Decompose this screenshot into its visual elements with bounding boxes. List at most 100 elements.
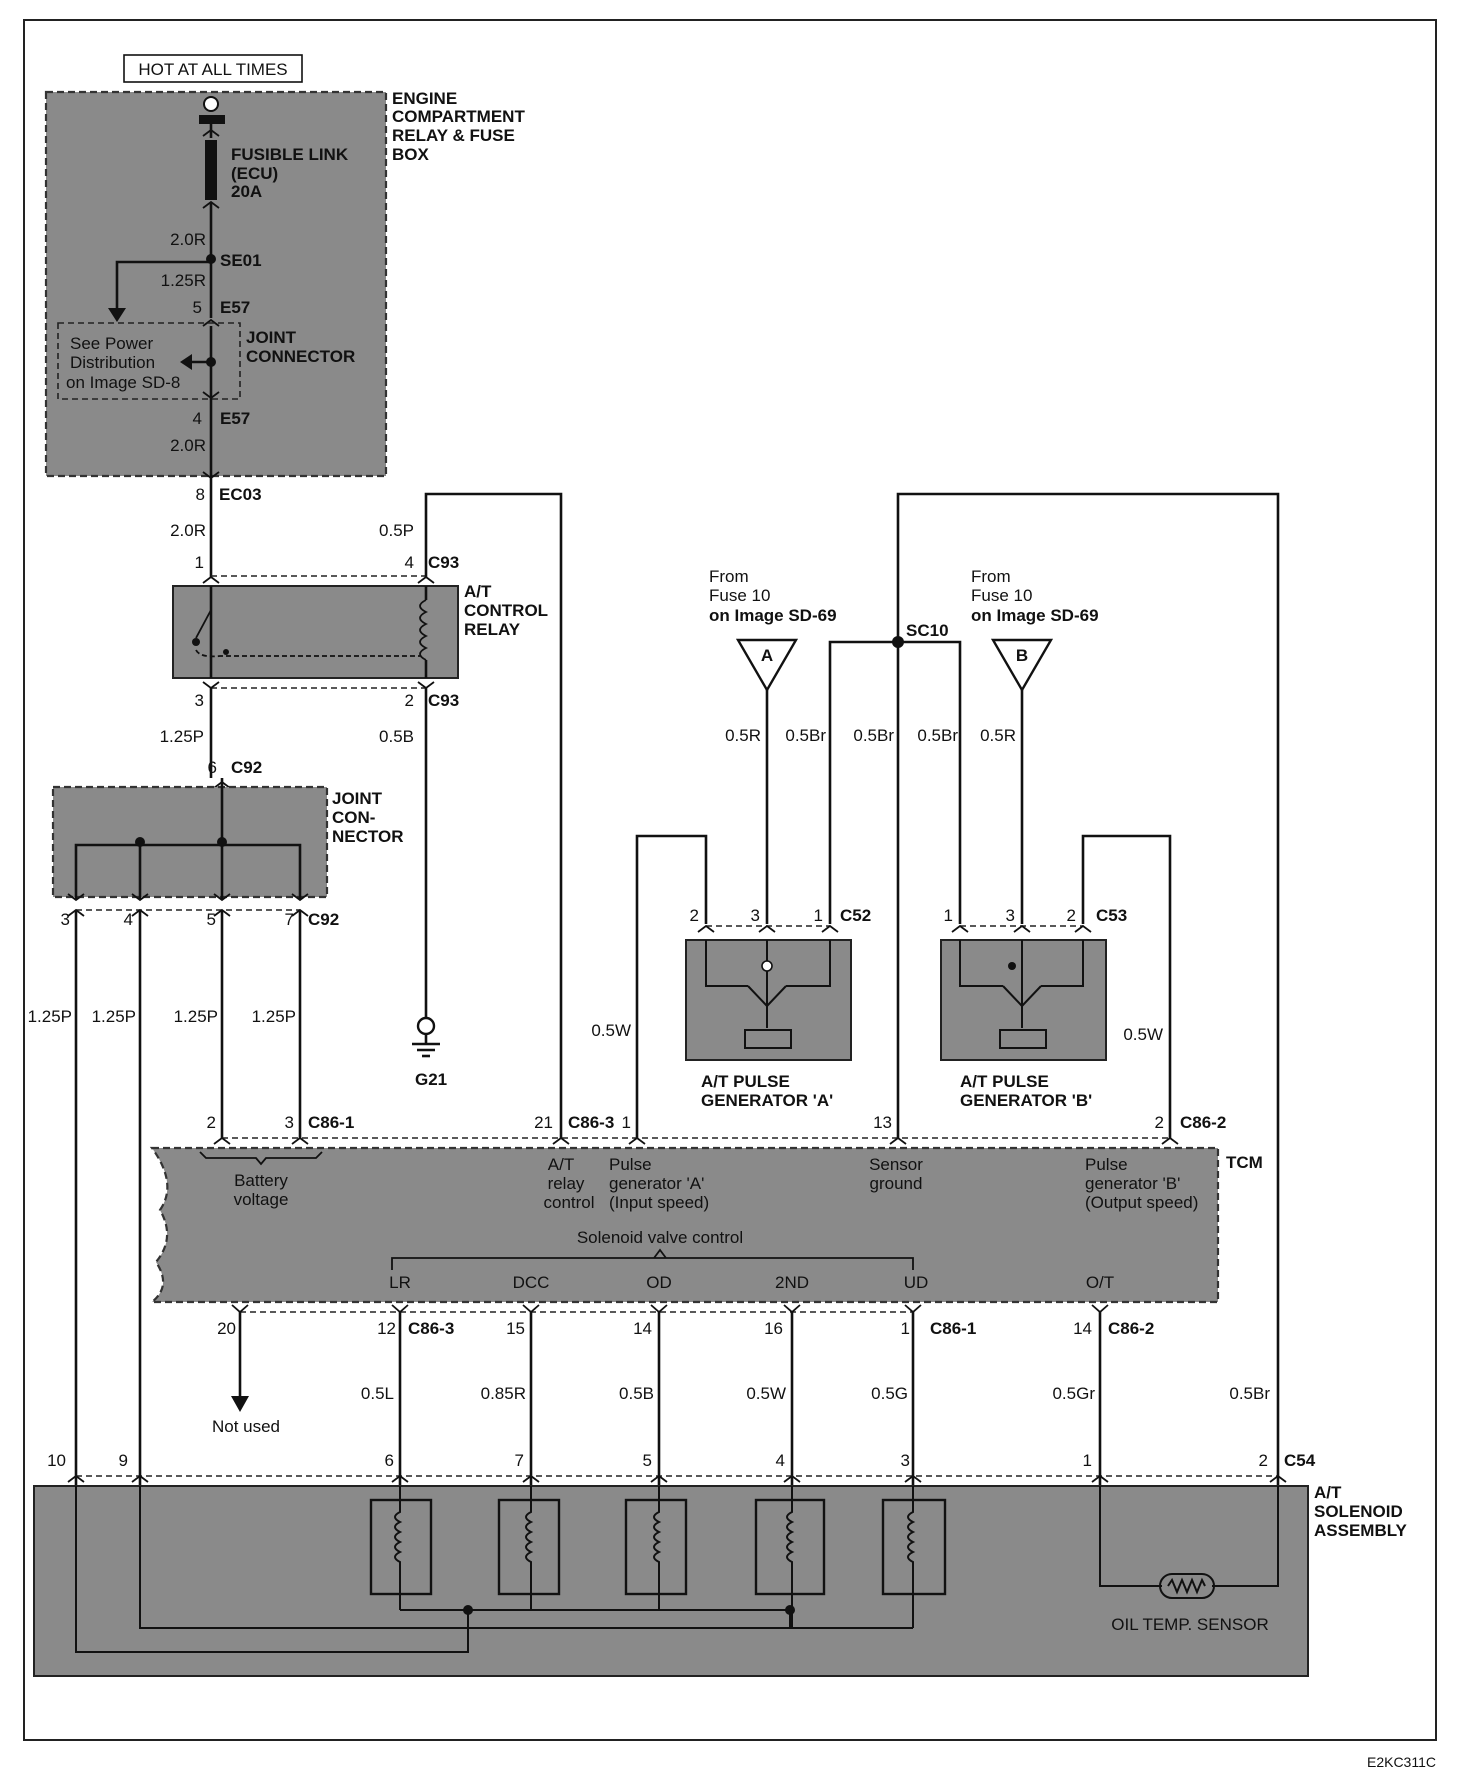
svg-text:DCC: DCC <box>513 1273 550 1292</box>
svg-text:2: 2 <box>1259 1451 1268 1470</box>
svg-text:E57: E57 <box>220 409 250 428</box>
svg-text:Distribution: Distribution <box>70 353 155 372</box>
svg-text:From: From <box>971 567 1011 586</box>
svg-text:voltage: voltage <box>234 1190 289 1209</box>
svg-text:5: 5 <box>193 298 202 317</box>
svg-text:UD: UD <box>904 1273 929 1292</box>
svg-text:Pulse: Pulse <box>1085 1155 1128 1174</box>
svg-text:0.5Br: 0.5Br <box>1229 1384 1270 1403</box>
page-frame <box>23 19 1437 1741</box>
svg-text:See Power: See Power <box>70 334 153 353</box>
svg-text:0.5B: 0.5B <box>619 1384 654 1403</box>
svg-text:3: 3 <box>901 1451 910 1470</box>
svg-text:C86-1: C86-1 <box>930 1319 976 1338</box>
svg-text:relay: relay <box>548 1174 585 1193</box>
svg-text:CONNECTOR: CONNECTOR <box>246 347 355 366</box>
svg-text:SE01: SE01 <box>220 251 262 270</box>
svg-text:JOINT: JOINT <box>332 789 383 808</box>
svg-text:NECTOR: NECTOR <box>332 827 403 846</box>
svg-text:Fuse 10: Fuse 10 <box>709 586 770 605</box>
svg-text:14: 14 <box>1073 1319 1092 1338</box>
svg-text:2.0R: 2.0R <box>170 230 206 249</box>
svg-text:generator 'B': generator 'B' <box>1085 1174 1180 1193</box>
svg-text:OD: OD <box>646 1273 672 1292</box>
solenoid-coil-dcc-icon <box>497 1486 561 1610</box>
solenoid-assembly: 10 9 6 7 5 4 3 1 2 C54 A/T SOLENOID ASSE… <box>33 1451 1408 1677</box>
tcm: TCM 2 3 C86-1 21 C86-3 1 13 2 C86-2 Batt… <box>148 1113 1263 1436</box>
solenoid-coil-od-icon <box>624 1486 688 1610</box>
svg-text:C86-2: C86-2 <box>1180 1113 1226 1132</box>
svg-text:2: 2 <box>1067 906 1076 925</box>
svg-text:on Image SD-8: on Image SD-8 <box>66 373 180 392</box>
svg-text:16: 16 <box>764 1319 783 1338</box>
svg-text:A/T PULSE: A/T PULSE <box>960 1072 1049 1091</box>
svg-text:C86-2: C86-2 <box>1108 1319 1154 1338</box>
svg-text:on Image SD-69: on Image SD-69 <box>709 606 837 625</box>
svg-text:13: 13 <box>873 1113 892 1132</box>
svg-text:2ND: 2ND <box>775 1273 809 1292</box>
svg-text:1: 1 <box>814 906 823 925</box>
solenoid-coil-lr-icon <box>369 1486 433 1610</box>
thermistor-icon <box>1159 1573 1215 1599</box>
svg-text:3: 3 <box>195 691 204 710</box>
svg-text:3: 3 <box>1006 906 1015 925</box>
svg-text:A: A <box>761 646 773 665</box>
svg-text:BOX: BOX <box>392 145 430 164</box>
svg-text:JOINT: JOINT <box>246 328 297 347</box>
svg-text:FUSIBLE LINK: FUSIBLE LINK <box>231 145 349 164</box>
svg-text:4: 4 <box>405 553 414 572</box>
svg-text:12: 12 <box>377 1319 396 1338</box>
svg-text:2: 2 <box>1155 1113 1164 1132</box>
svg-text:2: 2 <box>690 906 699 925</box>
svg-text:Not used: Not used <box>212 1417 280 1436</box>
svg-text:GENERATOR 'A': GENERATOR 'A' <box>701 1091 833 1110</box>
svg-text:EC03: EC03 <box>219 485 262 504</box>
svg-text:0.5L: 0.5L <box>361 1384 394 1403</box>
svg-text:C54: C54 <box>1284 1451 1316 1470</box>
svg-text:C86-1: C86-1 <box>308 1113 354 1132</box>
ground-icon <box>412 1016 440 1058</box>
svg-text:(Input speed): (Input speed) <box>609 1193 709 1212</box>
svg-text:RELAY: RELAY <box>464 620 521 639</box>
svg-text:0.5Br: 0.5Br <box>853 726 894 745</box>
svg-text:CONTROL: CONTROL <box>464 601 548 620</box>
svg-text:1.25P: 1.25P <box>92 1007 136 1026</box>
svg-text:on Image SD-69: on Image SD-69 <box>971 606 1099 625</box>
svg-text:21: 21 <box>534 1113 553 1132</box>
svg-text:1.25P: 1.25P <box>160 727 204 746</box>
svg-text:8: 8 <box>196 485 205 504</box>
svg-text:6: 6 <box>208 758 217 777</box>
svg-text:9: 9 <box>119 1451 128 1470</box>
svg-text:0.5W: 0.5W <box>1123 1025 1163 1044</box>
svg-text:Fuse 10: Fuse 10 <box>971 586 1032 605</box>
svg-text:2: 2 <box>207 1113 216 1132</box>
at-control-relay: 1 4 C93 A/T CONTROL RELAY 3 2 C93 <box>172 553 548 710</box>
svg-text:5: 5 <box>207 910 216 929</box>
solenoid-coil-2nd-icon <box>754 1486 826 1628</box>
svg-text:From: From <box>709 567 749 586</box>
svg-text:C52: C52 <box>840 906 871 925</box>
svg-text:1: 1 <box>622 1113 631 1132</box>
svg-text:GENERATOR 'B': GENERATOR 'B' <box>960 1091 1092 1110</box>
joint-connector-c92: 6 C92 JOINT CON- NECTOR 3 4 5 7 C92 <box>51 758 403 929</box>
svg-text:1.25P: 1.25P <box>174 1007 218 1026</box>
svg-text:3: 3 <box>61 910 70 929</box>
svg-text:1.25P: 1.25P <box>28 1007 72 1026</box>
svg-text:1: 1 <box>901 1319 910 1338</box>
svg-text:ENGINE: ENGINE <box>392 89 457 108</box>
svg-text:0.5Br: 0.5Br <box>785 726 826 745</box>
fusible-link-icon <box>205 140 217 200</box>
svg-text:7: 7 <box>515 1451 524 1470</box>
fuse-box: ENGINE COMPARTMENT RELAY & FUSE BOX FUSI… <box>44 89 525 480</box>
svg-text:(ECU): (ECU) <box>231 164 278 183</box>
svg-text:C92: C92 <box>231 758 262 777</box>
svg-text:C86-3: C86-3 <box>568 1113 614 1132</box>
svg-text:7: 7 <box>285 910 294 929</box>
flag-a-icon <box>735 638 799 693</box>
solenoid-coil-ud-icon <box>881 1486 947 1628</box>
svg-text:OIL TEMP. SENSOR: OIL TEMP. SENSOR <box>1111 1615 1268 1634</box>
svg-text:0.5Gr: 0.5Gr <box>1052 1384 1095 1403</box>
svg-text:4: 4 <box>193 409 202 428</box>
svg-text:Battery: Battery <box>234 1171 288 1190</box>
svg-text:COMPARTMENT: COMPARTMENT <box>392 107 525 126</box>
